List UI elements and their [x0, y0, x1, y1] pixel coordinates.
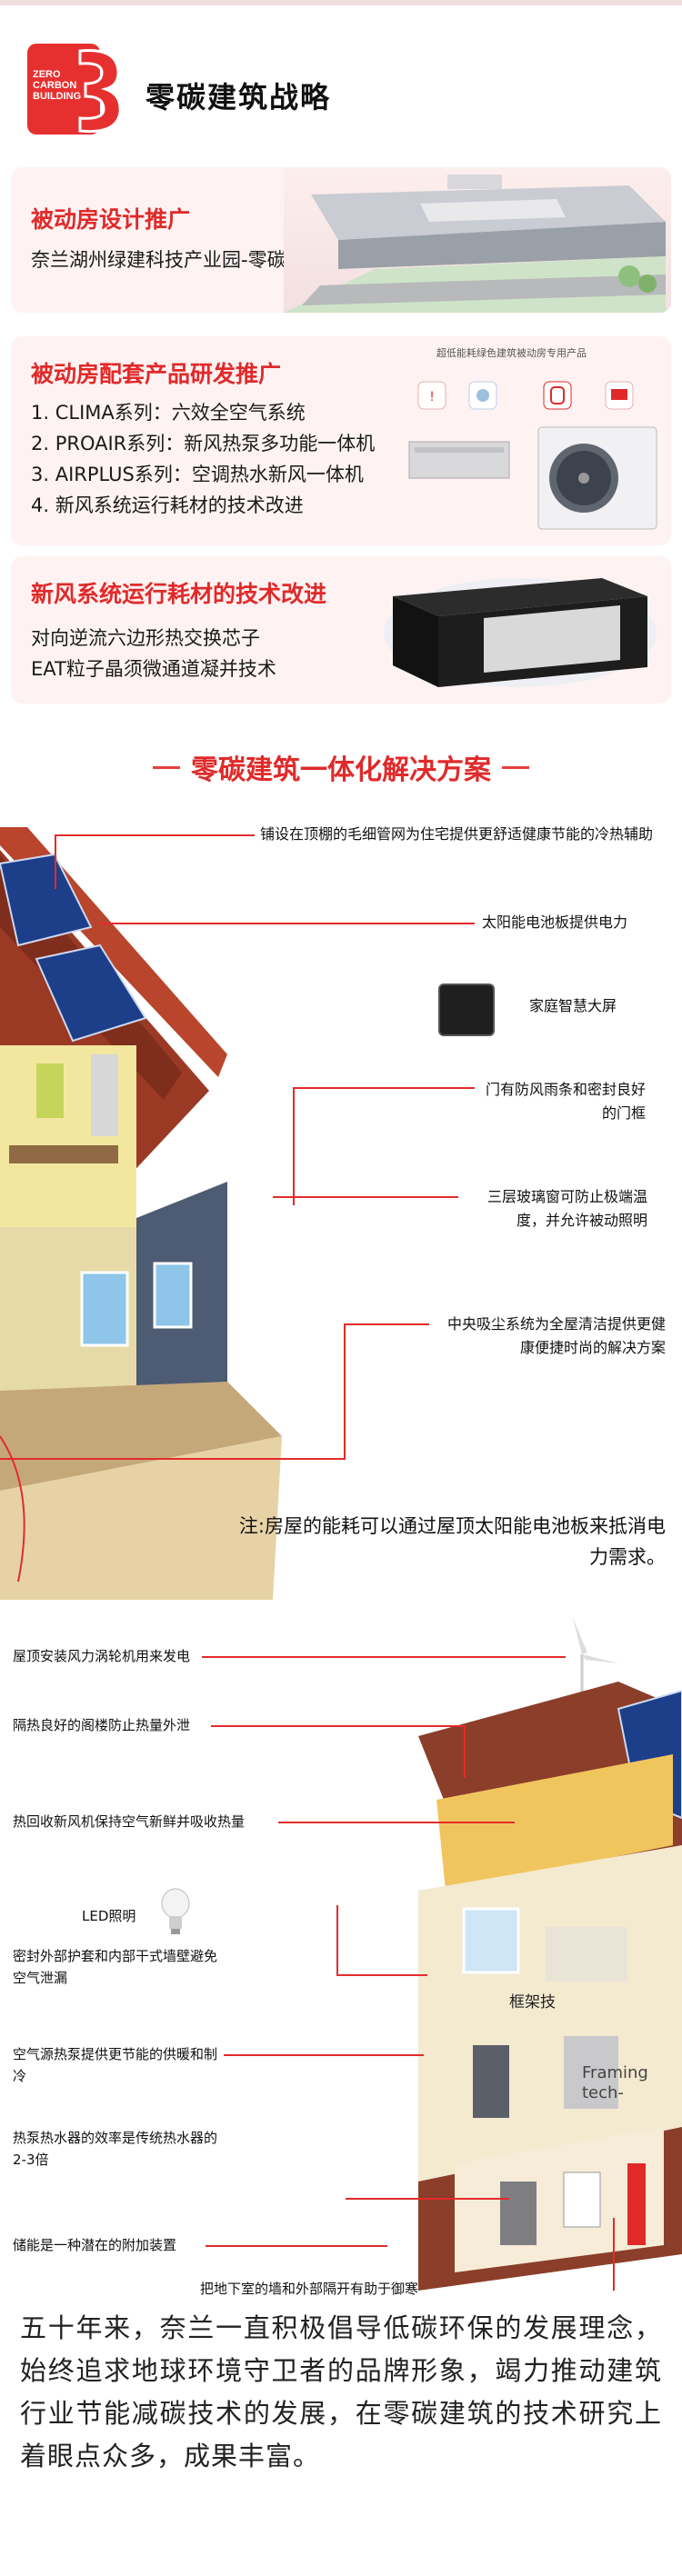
annotation-air-source-heat-pump: 空气源热泵提供更节能的供暖和制冷 [13, 2046, 218, 2084]
leader-line [336, 1974, 427, 1976]
leader-line [55, 834, 255, 836]
leader-line [202, 1656, 566, 1658]
leader-line [211, 1725, 466, 1727]
note-text: 注:房屋的能耗可以通过屋顶太阳能电池板来抵消电力需求。 [238, 1515, 666, 1568]
annotation-air-sealing: 密封外部护套和内部干式墙壁避免空气泄漏 [13, 1948, 218, 1986]
leader-line [278, 1822, 515, 1823]
leader-line [293, 1087, 475, 1089]
card-consumables-improvement: 新风系统运行耗材的技术改进 对向逆流六边形热交换芯子 EAT粒子晶须微通道凝并技… [11, 556, 671, 704]
card-line: 对向逆流六边形热交换芯子 [31, 627, 260, 649]
card-line: 2. PROAIR系列：新风热泵多功能一体机 [31, 433, 376, 454]
card-line: EAT粒子晶须微通道凝并技术 [31, 658, 276, 680]
heat-exchanger-image [384, 578, 657, 687]
card-passive-house-design: 被动房设计推广 奈兰湖州绿建科技产业园-零碳建筑体验中心 [11, 167, 671, 313]
annotation-smart-screen: 家庭智慧大屏 [529, 997, 617, 1014]
svg-text:!: ! [429, 390, 435, 404]
annotation-basement-insulation: 把地下室的墙和外部隔开有助于御寒 [200, 2281, 419, 2297]
annotation-triple-glazing: 三层玻璃窗可防止极端温度，并允许被动照明 [486, 1188, 647, 1229]
framing-label: Framing tech- [582, 2063, 648, 2102]
heading-rule-left [153, 766, 180, 769]
solution-title: 零碳建筑一体化解决方案 [191, 754, 491, 786]
leader-line [206, 2245, 387, 2247]
frame-label: 框架技 [509, 1993, 556, 2012]
leader-line [346, 2198, 509, 2200]
house-illustration-1 [0, 827, 282, 1600]
leader-line [344, 1323, 429, 1325]
annotation-wind-turbine: 屋顶安装风力涡轮机用来发电 [13, 1648, 191, 1664]
heading-rule-right [502, 766, 529, 769]
annotation-solar-panels: 太阳能电池板提供电力 [482, 914, 628, 931]
leader-line [100, 923, 475, 924]
leader-line [293, 1087, 295, 1205]
card-line: 3. AIRPLUS系列：空调热水新风一体机 [31, 464, 364, 485]
card-product-development: 被动房配套产品研发推广 1. CLIMA系列：六效全空气系统 2. PROAIR… [11, 336, 671, 545]
annotation-capillary-network: 铺设在顶棚的毛细管网为住宅提供更舒适健康节能的冷热辅助 [260, 825, 654, 843]
house-illustration-2 [418, 1618, 682, 2291]
leader-line [613, 2218, 615, 2291]
leader-line [0, 1458, 346, 1460]
annotation-attic-insulation: 隔热良好的阁楼防止热量外泄 [13, 1717, 191, 1733]
card-title: 被动房配套产品研发推广 [31, 361, 282, 387]
section-title: 零碳建筑战略 [145, 80, 332, 115]
product-caption: 超低能耗绿色建筑被动房专用产品 [436, 347, 587, 359]
annotation-energy-storage: 储能是一种潜在的附加装置 [13, 2237, 177, 2253]
annotation-heat-recovery: 热回收新风机保持空气新鲜并吸收热量 [13, 1813, 246, 1830]
zero-carbon-badge [27, 44, 122, 135]
product-images: ! [408, 381, 657, 530]
badge-label: ZERO CARBON BUILDING [33, 69, 82, 102]
annotation-door-seal: 门有防风雨条和密封良好的门框 [485, 1081, 646, 1122]
smart-screen-icon [438, 983, 495, 1036]
footer-paragraph: 五十年来，奈兰一直积极倡导低碳环保的发展理念，始终追求地球环境守卫者的品牌形象，… [20, 2312, 662, 2471]
leader-line [273, 1196, 458, 1198]
led-bulb-icon [161, 1888, 190, 1934]
annotation-central-vacuum: 中央吸尘系统为全屋清洁提供更健康便捷时尚的解决方案 [446, 1315, 666, 1356]
card-title: 新风系统运行耗材的技术改进 [31, 581, 327, 607]
industrial-park-photo [284, 167, 671, 313]
card-line: 4. 新风系统运行耗材的技术改进 [31, 494, 304, 516]
card-line: 1. CLIMA系列：六效全空气系统 [31, 402, 306, 424]
annotation-led-lighting: LED照明 [82, 1908, 136, 1924]
leader-line [224, 2054, 424, 2056]
leader-line [344, 1323, 346, 1460]
top-strip [0, 0, 682, 5]
leader-line [55, 834, 56, 889]
card-title: 被动房设计推广 [31, 206, 191, 233]
leader-line [464, 1725, 466, 1778]
annotation-heat-pump-water-heater: 热泵热水器的效率是传统热水器的2-3倍 [13, 2130, 218, 2168]
leader-line [336, 1905, 338, 1974]
